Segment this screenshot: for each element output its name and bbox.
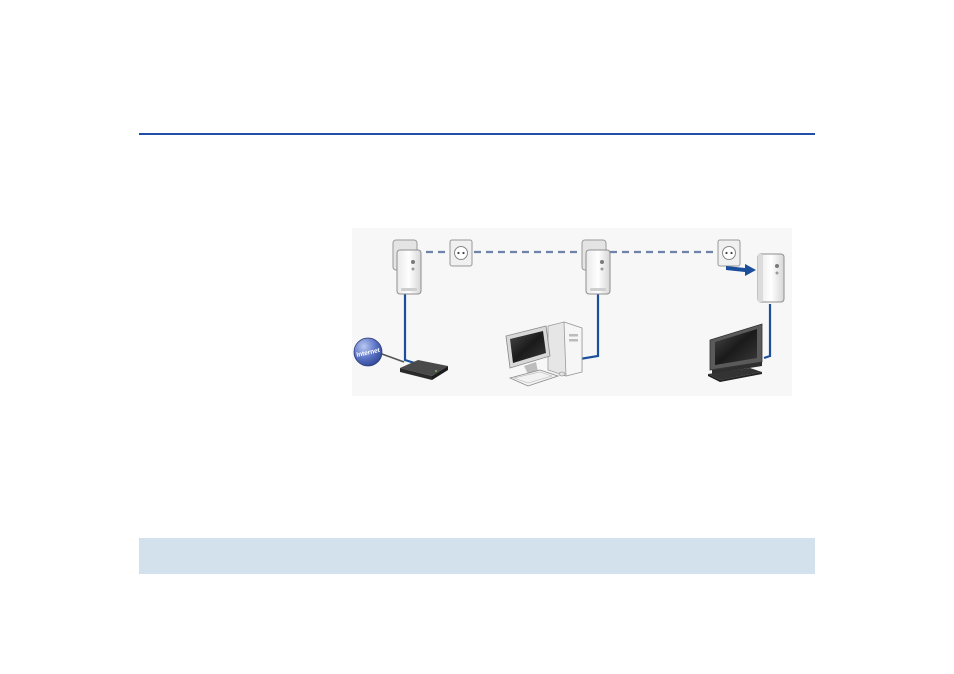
desktop-pc-icon: [505, 321, 583, 387]
wall-socket-icon: [449, 239, 473, 267]
cable-globe: [381, 353, 405, 363]
tv-icon: [708, 323, 763, 382]
arrow-icon: [726, 264, 756, 276]
adapter-icon: [581, 239, 611, 295]
wall-socket-icon: [717, 239, 741, 267]
adapter-icon: [757, 253, 785, 303]
network-diagram: Internet: [352, 228, 792, 396]
note-bar: [139, 538, 815, 574]
adapter-icon: [392, 239, 422, 295]
globe-icon: Internet: [353, 337, 383, 367]
router-icon: [400, 360, 448, 380]
cable-tv: [763, 304, 772, 360]
top-rule: [139, 133, 815, 135]
globe-label: Internet: [356, 347, 382, 359]
